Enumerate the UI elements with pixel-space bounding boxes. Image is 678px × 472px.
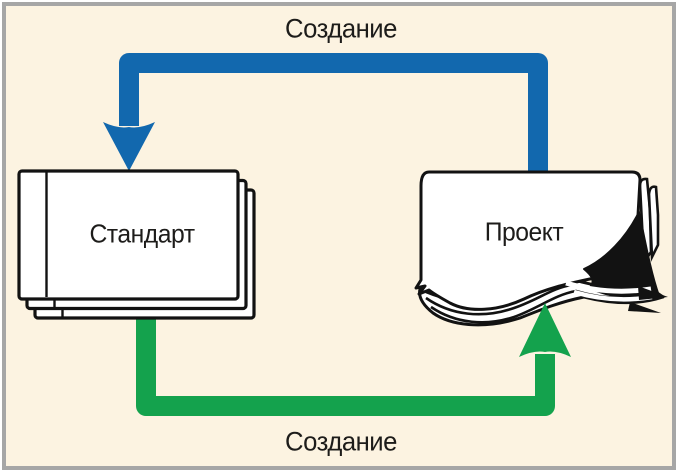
standard-node-label: Стандарт [89,218,195,249]
green-arrowhead-icon [519,303,571,357]
project-document-stack [414,170,668,327]
top-arrow-label: Создание [285,13,397,44]
doc-back-edge-2 [647,185,660,263]
standard-card-stack [17,169,256,320]
green-create-arrow [136,316,555,416]
project-node-label: Проект [484,216,564,247]
doc-curl-tail-1 [638,286,668,300]
bottom-arrow-label: Создание [285,426,397,457]
blue-create-arrow [103,53,548,174]
doc-curl-tail-2 [628,302,661,313]
card-front [17,169,240,301]
green-arrow-line [136,316,555,416]
blue-arrowhead-icon [103,122,155,171]
blue-arrow-line [119,53,548,174]
